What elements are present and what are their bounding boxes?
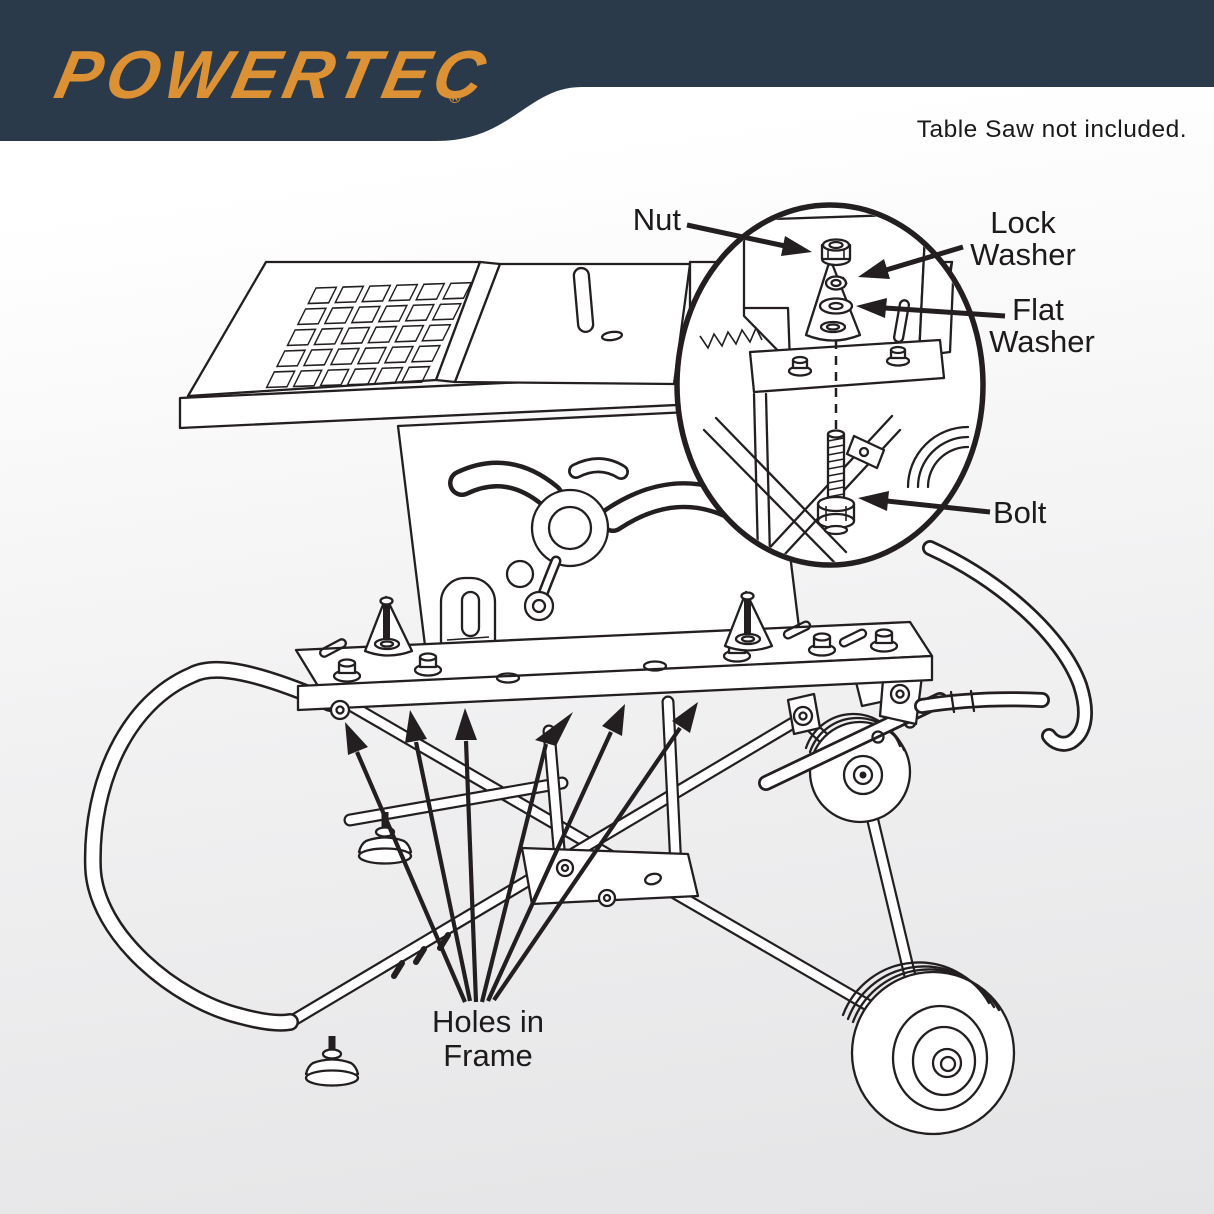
nut-part (820, 238, 852, 267)
frame-pivot (329, 699, 351, 721)
arrowhead (535, 712, 573, 746)
lock-washer-part (824, 275, 848, 291)
arrowhead (405, 710, 427, 743)
pull-handle (922, 540, 1093, 752)
detail-magnifier (674, 202, 986, 568)
bracket-hole (819, 320, 847, 334)
center-support (520, 661, 700, 908)
lock-washer-label-line2: Washer (970, 237, 1076, 272)
arrowhead (858, 259, 890, 279)
holes-in-frame-label-line1: Holes in (432, 1004, 544, 1039)
arrowhead (856, 298, 887, 318)
registered-trademark: ® (449, 90, 461, 107)
leveling-foot (304, 1036, 360, 1087)
table-saw-stand-drawing: Nut Lock Washer Flat Washer Bolt (83, 202, 1095, 1136)
front-rail (296, 654, 934, 712)
callout-lock-washer: Lock Washer (858, 205, 1076, 279)
frame-peg (413, 946, 427, 965)
miter-slot (572, 266, 595, 334)
slot-hole (319, 638, 347, 658)
clamp-bracket (363, 595, 414, 657)
flat-washer-label-line1: Flat (1012, 292, 1064, 327)
rail-bolts (332, 628, 899, 683)
banner-shape (0, 0, 1214, 141)
rail-hole (495, 672, 521, 684)
clamp-bracket (723, 590, 774, 652)
flat-washer-part (818, 297, 854, 315)
saw-table (453, 262, 692, 386)
header-banner: POWERTEC ® Table Saw not included. (0, 0, 1214, 143)
bolt-label: Bolt (993, 495, 1047, 530)
callout-nut: Nut (633, 202, 812, 256)
nut-label: Nut (633, 202, 682, 237)
callouts: Nut Lock Washer Flat Washer Bolt (345, 202, 1095, 1073)
arrowhead (602, 704, 625, 736)
rail-hole (642, 660, 668, 672)
arrowhead (455, 708, 477, 740)
arrowhead (672, 702, 698, 733)
bolt-part (816, 429, 856, 536)
grip-collar (969, 689, 976, 713)
magnifier-ring (674, 202, 986, 568)
loop-handle (83, 660, 339, 1032)
body-knob (505, 559, 535, 589)
grip-collar (949, 690, 956, 714)
callout-holes-in-frame: Holes in Frame (345, 702, 698, 1073)
callout-bolt: Bolt (858, 491, 1047, 530)
arrowhead (858, 491, 889, 511)
arrowhead (781, 236, 812, 256)
slot-hole (838, 628, 868, 648)
table-saw-note: Table Saw not included. (917, 116, 1187, 143)
rear-wheel (841, 961, 1016, 1136)
callout-flat-washer: Flat Washer (856, 292, 1095, 359)
lock-washer-label-line1: Lock (990, 205, 1056, 240)
leveling-foot (357, 812, 413, 865)
frame-peg (391, 960, 405, 979)
slot-hole (782, 620, 812, 640)
mounting-plate (294, 590, 934, 736)
powertec-logo: POWERTEC (49, 37, 497, 113)
holes-in-frame-label-line2: Frame (443, 1038, 533, 1073)
flat-washer-label-line2: Washer (989, 324, 1095, 359)
spring (699, 326, 763, 350)
table-hole (600, 330, 624, 342)
arrowhead (345, 722, 368, 755)
